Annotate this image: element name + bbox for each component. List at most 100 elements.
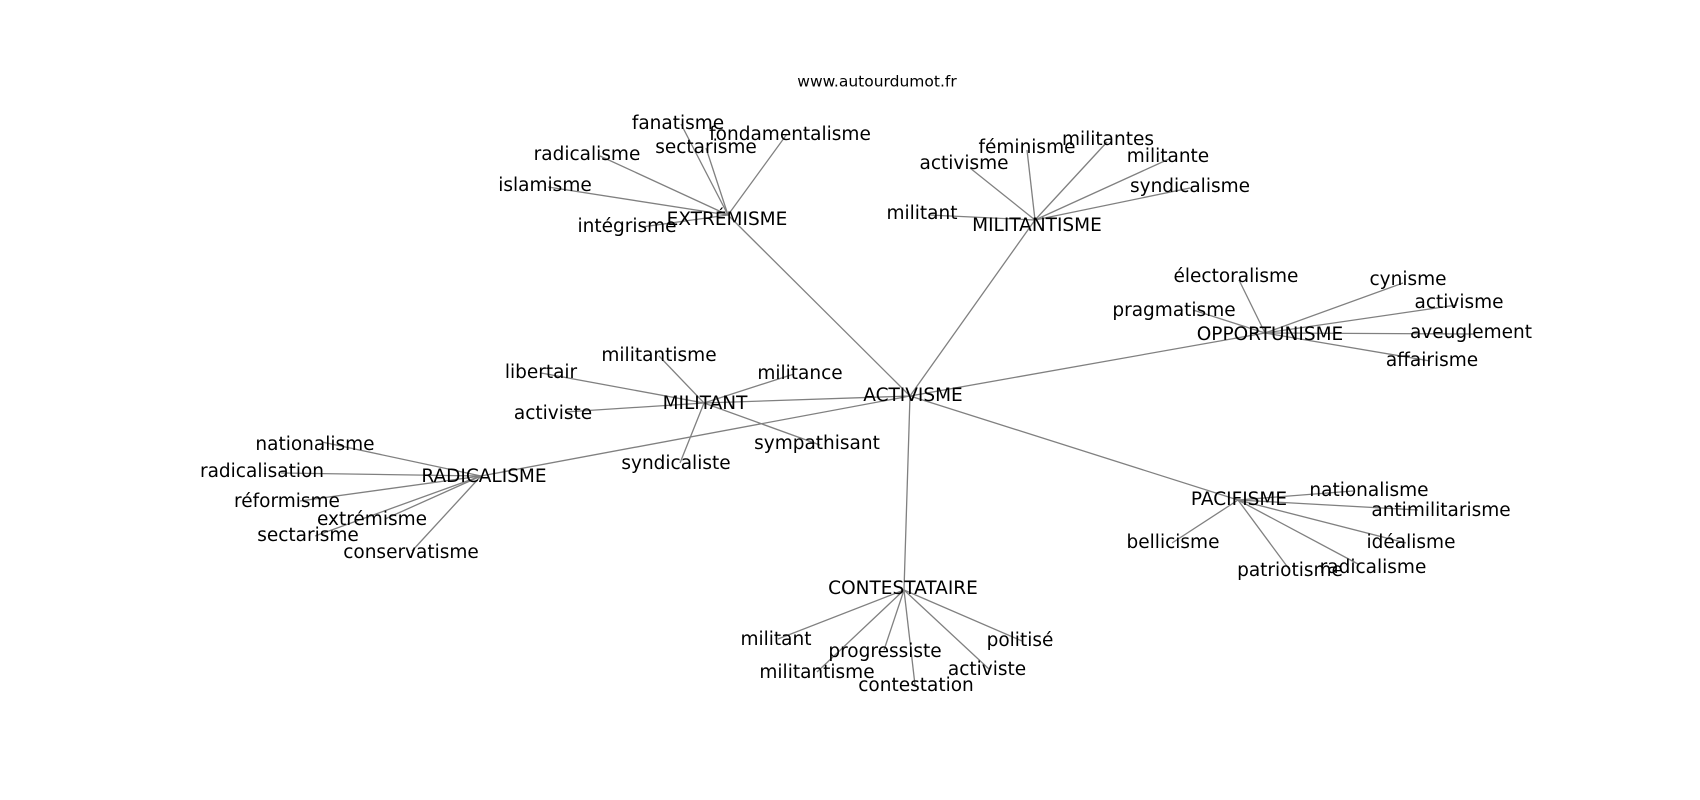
node-leaf-contestataire-contestation[interactable]: contestation — [858, 675, 974, 696]
node-leaf-contestataire-politise[interactable]: politisé — [987, 630, 1054, 651]
edge-activisme-opportunisme — [909, 332, 1266, 397]
node-hub-extremisme[interactable]: EXTRÉMISME — [667, 208, 788, 230]
edge-pacifisme-nationalisme — [1237, 490, 1354, 501]
node-hub-radicalisme[interactable]: RADICALISME — [421, 466, 546, 487]
edge-activisme-extremisme — [727, 214, 911, 397]
node-leaf-militantisme-militantes[interactable]: militantes — [1062, 129, 1154, 150]
node-leaf-pacifisme-antimilitarisme[interactable]: antimilitarisme — [1371, 500, 1510, 521]
edge-militantisme-feminisme — [1026, 149, 1036, 221]
edge-extremisme-integrisme — [641, 214, 729, 228]
node-leaf-contestataire-militantisme[interactable]: militantisme — [759, 662, 874, 683]
node-leaf-extremisme-integrisme[interactable]: intégrisme — [577, 216, 676, 237]
edge-opportunisme-aveuglement — [1264, 332, 1476, 335]
node-leaf-opportunisme-activisme[interactable]: activisme — [1414, 292, 1503, 313]
node-leaf-pacifisme-bellicisme[interactable]: bellicisme — [1127, 532, 1220, 553]
node-hub-pacifisme[interactable]: PACIFISME — [1191, 489, 1287, 510]
node-leaf-militant-sympathisant[interactable]: sympathisant — [754, 433, 880, 454]
node-leaf-opportunisme-pragmatisme[interactable]: pragmatisme — [1112, 300, 1235, 321]
edge-pacifisme-bellicisme — [1171, 499, 1239, 544]
edge-contestataire-militantisme — [816, 589, 905, 673]
edge-militant-militantisme — [658, 355, 705, 404]
edge-militantisme-syndicalisme — [1034, 187, 1191, 221]
node-hub-militantisme[interactable]: MILITANTISME — [972, 215, 1102, 236]
edge-militant-activiste — [564, 402, 705, 413]
node-leaf-opportunisme-aveuglement[interactable]: aveuglement — [1410, 322, 1532, 343]
edge-pacifisme-radicalisme — [1237, 499, 1359, 565]
edges-layer — [280, 123, 1476, 686]
edge-pacifisme-patriotisme — [1237, 499, 1290, 570]
edge-opportunisme-pragmatisme — [1192, 309, 1266, 334]
node-hub-opportunisme[interactable]: OPPORTUNISME — [1197, 324, 1343, 345]
node-leaf-extremisme-sectarisme[interactable]: sectarisme — [655, 137, 757, 158]
edge-militantisme-militant — [928, 214, 1036, 221]
edge-radicalisme-sectarisme — [314, 475, 482, 537]
node-leaf-opportunisme-electoralisme[interactable]: électoralisme — [1174, 266, 1299, 287]
node-leaf-radicalisme-extremisme[interactable]: extrémisme — [317, 509, 427, 530]
edge-opportunisme-affairisme — [1264, 332, 1431, 362]
node-leaf-radicalisme-nationalisme[interactable]: nationalisme — [255, 434, 374, 455]
edge-contestataire-activiste — [903, 589, 991, 671]
edge-militantisme-militantes — [1034, 141, 1108, 221]
edge-radicalisme-conservatisme — [411, 475, 482, 552]
edge-radicalisme-reformisme — [299, 475, 482, 502]
edge-contestataire-militant — [777, 589, 905, 640]
edge-militant-syndicaliste — [679, 402, 705, 464]
node-leaf-extremisme-fondamentalisme[interactable]: fondamentalisme — [709, 124, 871, 145]
node-leaf-militant-activiste[interactable]: activiste — [514, 403, 592, 424]
edge-activisme-militantisme — [909, 219, 1036, 397]
node-leaf-militantisme-militant[interactable]: militant — [886, 203, 957, 224]
edge-radicalisme-radicalisation — [280, 472, 482, 477]
node-leaf-militant-militantisme[interactable]: militantisme — [601, 345, 716, 366]
edge-extremisme-radicalisme — [599, 155, 729, 216]
edge-militant-militance — [703, 373, 795, 404]
edge-activisme-radicalisme — [480, 395, 911, 477]
edge-opportunisme-electoralisme — [1238, 279, 1266, 334]
node-leaf-militantisme-syndicalisme[interactable]: syndicalisme — [1130, 176, 1250, 197]
node-leaf-radicalisme-conservatisme[interactable]: conservatisme — [343, 542, 479, 563]
node-leaf-extremisme-fanatisme[interactable]: fanatisme — [632, 113, 724, 134]
node-leaf-radicalisme-radicalisation[interactable]: radicalisation — [200, 461, 324, 482]
node-leaf-opportunisme-cynisme[interactable]: cynisme — [1369, 269, 1446, 290]
edge-pacifisme-antimilitarisme — [1237, 499, 1419, 511]
edge-contestataire-contestation — [903, 589, 916, 686]
edge-opportunisme-activisme — [1264, 304, 1458, 334]
node-leaf-contestataire-progressiste[interactable]: progressiste — [828, 641, 941, 662]
node-leaf-militantisme-militante[interactable]: militante — [1127, 146, 1209, 167]
node-leaf-militant-militance[interactable]: militance — [757, 363, 842, 384]
edge-militantisme-militante — [1034, 158, 1170, 221]
edge-contestataire-progressiste — [883, 589, 905, 651]
edge-activisme-contestataire — [903, 395, 911, 591]
node-leaf-pacifisme-radicalisme[interactable]: radicalisme — [1320, 557, 1427, 578]
node-leaf-pacifisme-nationalisme[interactable]: nationalisme — [1309, 480, 1428, 501]
edge-radicalisme-extremisme — [384, 475, 482, 520]
edge-pacifisme-idealisme — [1237, 499, 1407, 544]
node-leaf-militantisme-activisme[interactable]: activisme — [919, 153, 1008, 174]
edge-contestataire-politise — [903, 589, 1023, 642]
node-center-activisme[interactable]: ACTIVISME — [863, 385, 963, 406]
node-leaf-militantisme-feminisme[interactable]: féminisme — [979, 137, 1076, 158]
node-hub-contestataire[interactable]: CONTESTATAIRE — [828, 578, 978, 599]
edge-activisme-militant — [703, 395, 911, 404]
node-leaf-contestataire-militant[interactable]: militant — [740, 629, 811, 650]
edge-militantisme-activisme — [969, 167, 1036, 221]
edge-extremisme-sectarisme — [705, 147, 729, 216]
edge-extremisme-fanatisme — [680, 123, 729, 216]
node-leaf-pacifisme-idealisme[interactable]: idéalisme — [1367, 532, 1456, 553]
edge-opportunisme-cynisme — [1264, 282, 1404, 334]
site-caption: www.autourdumot.fr — [797, 73, 957, 91]
edge-militant-libertair — [540, 372, 705, 404]
node-leaf-radicalisme-reformisme[interactable]: réformisme — [234, 491, 340, 512]
node-hub-militant[interactable]: MILITANT — [663, 393, 749, 414]
node-leaf-extremisme-islamisme[interactable]: islamisme — [498, 175, 591, 196]
node-leaf-pacifisme-patriotisme[interactable]: patriotisme — [1237, 560, 1343, 581]
node-leaf-opportunisme-affairisme[interactable]: affairisme — [1386, 350, 1478, 371]
node-leaf-contestataire-activiste[interactable]: activiste — [948, 659, 1026, 680]
node-leaf-militant-libertair[interactable]: libertair — [505, 362, 578, 383]
edge-radicalisme-nationalisme — [321, 441, 482, 477]
edge-activisme-pacifisme — [909, 395, 1239, 501]
node-leaf-radicalisme-sectarisme[interactable]: sectarisme — [257, 525, 359, 546]
node-leaf-extremisme-radicalisme[interactable]: radicalisme — [534, 144, 641, 165]
node-leaf-militant-syndicaliste[interactable]: syndicaliste — [621, 453, 730, 474]
